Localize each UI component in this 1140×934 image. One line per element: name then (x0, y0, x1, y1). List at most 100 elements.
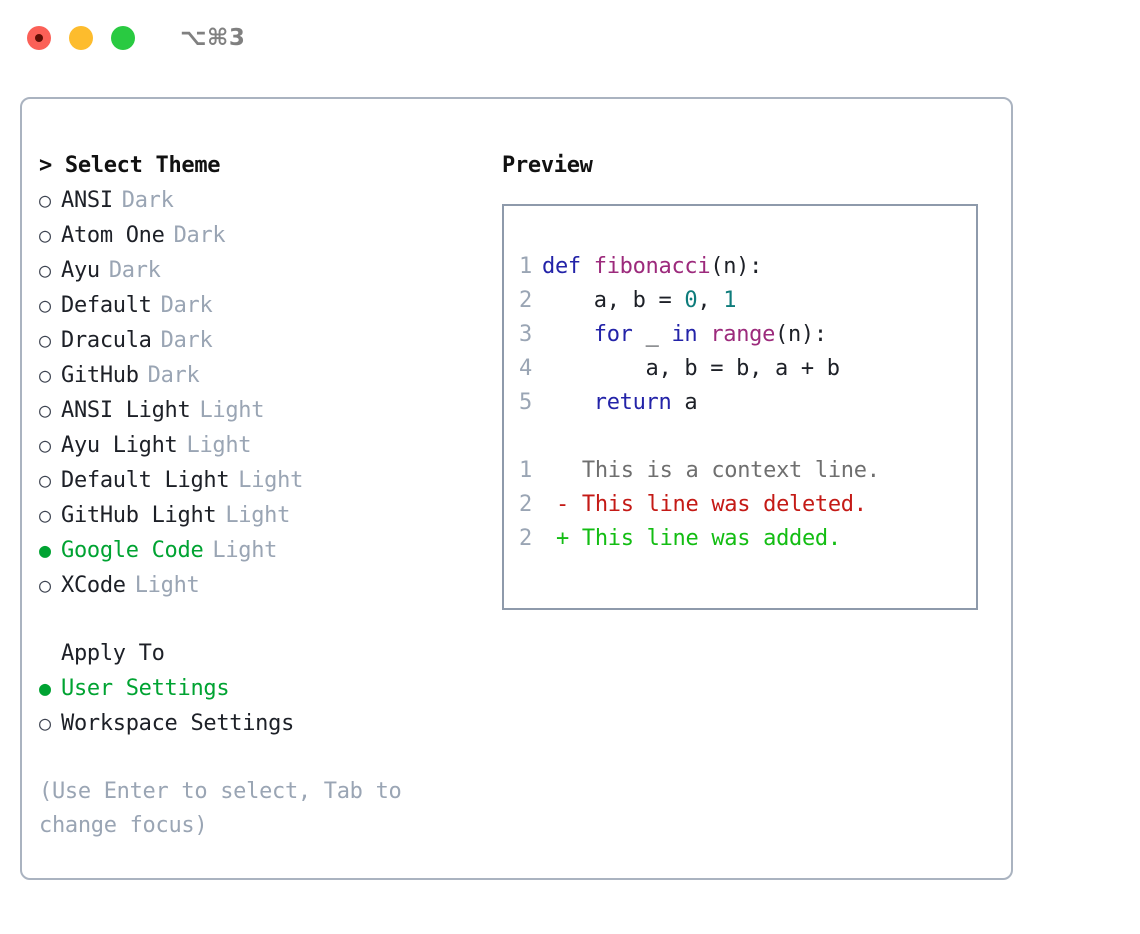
theme-option-xcode[interactable]: ○ XCode Light (39, 568, 479, 603)
theme-option-ayu-light[interactable]: ○ Ayu Light Light (39, 428, 479, 463)
theme-kind-badge: Light (134, 573, 200, 598)
code-token-plain: (n): (710, 254, 763, 279)
theme-option-label: ANSI (61, 188, 113, 213)
code-token-kw: in (671, 322, 698, 347)
theme-option-google-code[interactable]: ● Google Code Light (39, 533, 479, 568)
radio-unselected-icon: ○ (39, 398, 51, 422)
code-token-plain (697, 322, 710, 347)
theme-option-label: Ayu (61, 258, 100, 283)
theme-option-label: Default Light (61, 468, 230, 493)
line-number: 1 (519, 458, 532, 483)
spacer (39, 603, 479, 637)
theme-kind-badge: Dark (173, 223, 226, 248)
close-button[interactable] (27, 26, 51, 50)
minimize-button[interactable] (69, 26, 93, 50)
radio-unselected-icon: ○ (39, 433, 51, 457)
theme-option-label: XCode (61, 573, 126, 598)
code-token-fn: fibonacci (593, 254, 711, 279)
maximize-button[interactable] (111, 26, 135, 50)
diff-preview: 1 This is a context line. 2- This line wa… (504, 454, 976, 556)
theme-kind-badge: Light (186, 433, 252, 458)
code-token-plain: _ (632, 322, 672, 347)
theme-option-label: GitHub Light (61, 503, 217, 528)
spacer (504, 420, 976, 454)
theme-option-github-light[interactable]: ○ GitHub Light Light (39, 498, 479, 533)
line-number: 2 (519, 288, 532, 313)
theme-option-label: Default (61, 293, 152, 318)
line-number: 4 (519, 356, 532, 381)
window-titlebar: ⌥⌘3 (0, 0, 1140, 76)
radio-unselected-icon: ○ (39, 468, 51, 492)
code-line-text: return a (542, 386, 698, 420)
theme-option-ansi-light[interactable]: ○ ANSI Light Light (39, 393, 479, 428)
code-line-text: for _ in range(n): (542, 318, 827, 352)
preview-title: Preview (502, 153, 593, 178)
line-number: 2 (519, 492, 532, 517)
apply-to-options[interactable]: ● User Settings ○ Workspace Settings (39, 671, 479, 741)
apply-to-option-label: User Settings (61, 676, 230, 701)
theme-kind-badge: Light (199, 398, 265, 423)
hint-text: (Use Enter to select, Tab to change focu… (39, 779, 402, 838)
code-line-text: a, b = b, a + b (542, 352, 841, 386)
theme-option-label: Google Code (61, 538, 204, 563)
line-number: 1 (519, 254, 532, 279)
theme-kind-badge: Dark (160, 293, 213, 318)
line-number: 3 (519, 322, 532, 347)
line-number: 2 (519, 526, 532, 551)
theme-option-label: GitHub (61, 363, 139, 388)
code-line: 2 a, b = 0, 1 (504, 284, 976, 318)
code-token-kw: return (593, 390, 672, 415)
diff-line-text: This line was deleted. (568, 492, 867, 517)
code-token-num: 1 (723, 288, 737, 313)
diff-line: 2- This line was deleted. (504, 488, 976, 522)
theme-option-label: Dracula (61, 328, 152, 353)
code-line: 3 for _ in range(n): (504, 318, 976, 352)
code-token-fn: range (710, 322, 776, 347)
theme-kind-badge: Dark (147, 363, 200, 388)
theme-option-default-light[interactable]: ○ Default Light Light (39, 463, 479, 498)
diff-line-text: This is a context line. (568, 458, 880, 483)
code-token-plain: (n): (775, 322, 827, 347)
radio-unselected-icon: ○ (39, 328, 51, 352)
code-token-plain: a, b = b, a + b (542, 356, 841, 381)
line-number: 5 (519, 390, 532, 415)
radio-unselected-icon: ○ (39, 363, 51, 387)
radio-unselected-icon: ○ (39, 573, 51, 597)
theme-kind-badge: Dark (121, 188, 174, 213)
code-token-plain (542, 322, 594, 347)
diff-marker: - (556, 492, 569, 517)
radio-unselected-icon: ○ (39, 223, 51, 247)
code-token-plain (542, 390, 594, 415)
code-token-plain: a (671, 390, 698, 415)
code-token-kw: def (542, 254, 594, 279)
theme-option-label: ANSI Light (61, 398, 191, 423)
radio-unselected-icon: ○ (39, 503, 51, 527)
traffic-light-group (27, 26, 135, 50)
code-line: 4 a, b = b, a + b (504, 352, 976, 386)
radio-selected-icon: ● (39, 538, 51, 562)
theme-kind-badge: Light (238, 468, 304, 493)
apply-to-option-user-settings[interactable]: ● User Settings (39, 671, 479, 706)
radio-selected-icon: ● (39, 676, 51, 700)
apply-to-option-workspace-settings[interactable]: ○ Workspace Settings (39, 706, 479, 741)
page-title: > Select Theme (39, 153, 221, 178)
theme-kind-badge: Light (212, 538, 278, 563)
code-token-plain: , (697, 288, 724, 313)
theme-kind-badge: Light (225, 503, 291, 528)
theme-option-github[interactable]: ○ GitHub Dark (39, 358, 479, 393)
theme-option-label: Ayu Light (61, 433, 178, 458)
apply-to-option-label: Workspace Settings (61, 711, 295, 736)
code-token-plain: a, b = (542, 288, 685, 313)
radio-unselected-icon: ○ (39, 711, 51, 735)
code-token-num: 0 (684, 288, 698, 313)
diff-marker (542, 454, 569, 488)
